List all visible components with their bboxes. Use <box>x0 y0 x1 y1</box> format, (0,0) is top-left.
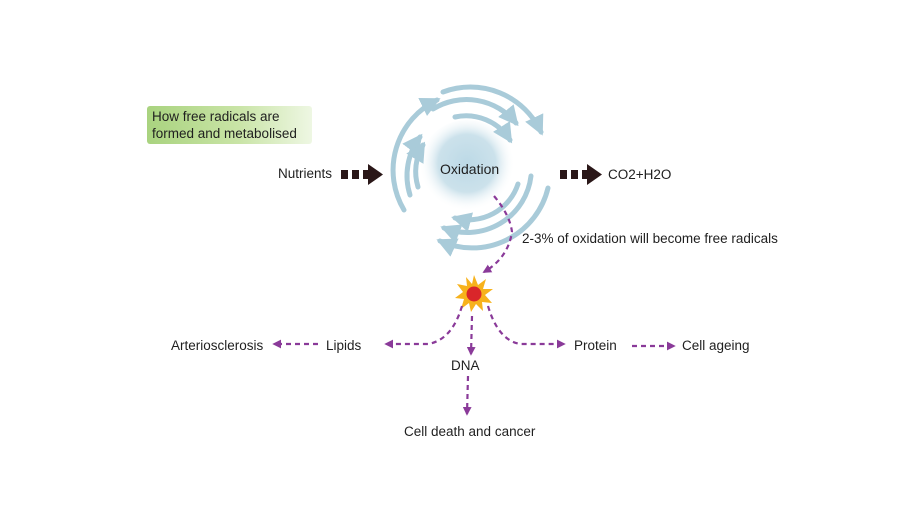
arteriosclerosis-label: Arteriosclerosis <box>171 338 264 353</box>
diagram-title-box: How free radicals are formed and metabol… <box>147 106 312 144</box>
title-line-1: How free radicals are <box>152 109 280 124</box>
oxidation-label: Oxidation <box>440 161 500 177</box>
output-arrow <box>560 164 602 185</box>
starburst-icon <box>455 275 493 312</box>
arrow-to-protein <box>486 305 566 349</box>
nutrients-label: Nutrients <box>278 166 333 181</box>
nutrients-arrow <box>341 164 383 185</box>
output-label: CO2+H2O <box>608 167 672 182</box>
radical-formation-arrow <box>482 195 514 273</box>
cell-death-label: Cell death and cancer <box>404 424 536 439</box>
free-radical-note: 2-3% of oxidation will become free radic… <box>522 231 778 246</box>
radical-branches <box>272 305 676 416</box>
protein-label: Protein <box>574 338 617 353</box>
oxidation-cycle-arrows <box>390 84 551 257</box>
title-line-2: formed and metabolised <box>152 126 297 141</box>
arrow-to-dna <box>466 315 476 356</box>
cell-ageing-label: Cell ageing <box>682 338 750 353</box>
lipids-label: Lipids <box>326 338 362 353</box>
arrow-dna-to-cell-death <box>462 375 472 416</box>
oxidation-sphere <box>419 120 515 216</box>
dna-label: DNA <box>451 358 480 373</box>
arrow-to-lipids <box>384 305 464 349</box>
